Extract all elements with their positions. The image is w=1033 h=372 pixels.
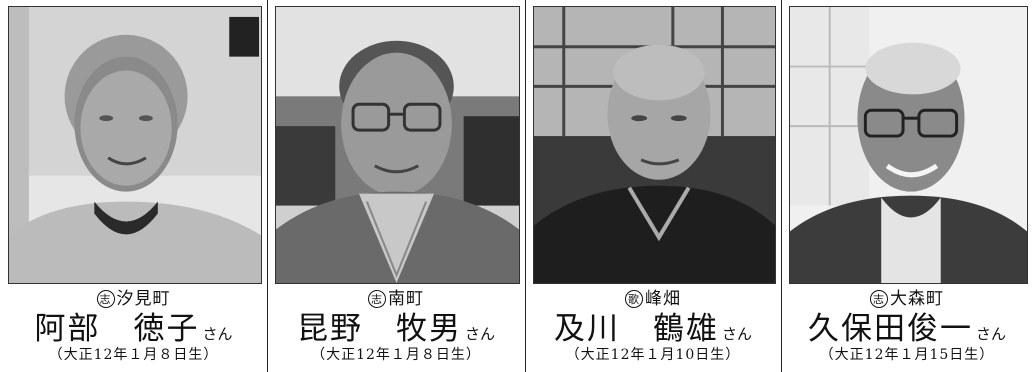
birth-date-3: （大正12年１月10日生） bbox=[565, 347, 741, 363]
birth-date-2: （大正12年１月８日生） bbox=[311, 347, 481, 363]
district-mark-3: 歌 bbox=[625, 290, 643, 308]
district-name-2: 南町 bbox=[388, 288, 424, 309]
person-name-1: 阿部 徳子 bbox=[34, 311, 200, 347]
name-row-2: 昆野 牧男さん bbox=[267, 314, 525, 346]
portrait-image-3 bbox=[534, 7, 775, 283]
name-row-4: 久保田俊一さん bbox=[781, 314, 1033, 346]
portrait-photo-3 bbox=[533, 6, 776, 284]
caption-3: 歌 峰畑 及川 鶴雄さん （大正12年１月10日生） bbox=[525, 286, 781, 372]
district-2: 志 南町 bbox=[368, 288, 424, 310]
honorific-2: さん bbox=[464, 325, 495, 343]
district-3: 歌 峰畑 bbox=[625, 288, 681, 310]
district-1: 志 汐見町 bbox=[96, 288, 171, 310]
portrait-photo-2 bbox=[275, 6, 520, 284]
portrait-image-4 bbox=[790, 7, 1027, 283]
birth-date-4: （大正12年１月15日生） bbox=[819, 347, 995, 363]
person-name-3: 及川 鶴雄 bbox=[553, 311, 719, 347]
person-card-3: 歌 峰畑 及川 鶴雄さん （大正12年１月10日生） bbox=[525, 0, 781, 372]
person-name-4: 久保田俊一 bbox=[807, 311, 973, 347]
district-name-3: 峰畑 bbox=[645, 288, 681, 309]
portrait-image-1 bbox=[9, 7, 261, 283]
portrait-image-2 bbox=[276, 7, 519, 283]
caption-2: 志 南町 昆野 牧男さん （大正12年１月８日生） bbox=[267, 286, 525, 372]
honorific-3: さん bbox=[721, 325, 752, 343]
person-card-1: 志 汐見町 阿部 徳子さん （大正12年１月８日生） bbox=[0, 0, 267, 372]
person-card-4: 志 大森町 久保田俊一さん （大正12年１月15日生） bbox=[781, 0, 1033, 372]
portrait-photo-4 bbox=[789, 6, 1028, 284]
birth-date-1: （大正12年１月８日生） bbox=[48, 347, 219, 363]
caption-4: 志 大森町 久保田俊一さん （大正12年１月15日生） bbox=[781, 286, 1033, 372]
district-name-4: 大森町 bbox=[890, 288, 944, 309]
name-row-1: 阿部 徳子さん bbox=[0, 314, 267, 346]
district-mark-4: 志 bbox=[870, 290, 888, 308]
name-row-3: 及川 鶴雄さん bbox=[525, 314, 781, 346]
person-name-2: 昆野 牧男 bbox=[296, 311, 462, 347]
district-mark-1: 志 bbox=[96, 290, 115, 308]
honorific-4: さん bbox=[975, 325, 1006, 343]
portrait-photo-1 bbox=[8, 6, 262, 284]
person-card-2: 志 南町 昆野 牧男さん （大正12年１月８日生） bbox=[267, 0, 525, 372]
district-mark-2: 志 bbox=[368, 290, 386, 308]
caption-1: 志 汐見町 阿部 徳子さん （大正12年１月８日生） bbox=[0, 286, 267, 372]
district-name-1: 汐見町 bbox=[116, 288, 171, 309]
district-4: 志 大森町 bbox=[870, 288, 944, 310]
honorific-1: さん bbox=[202, 325, 233, 343]
